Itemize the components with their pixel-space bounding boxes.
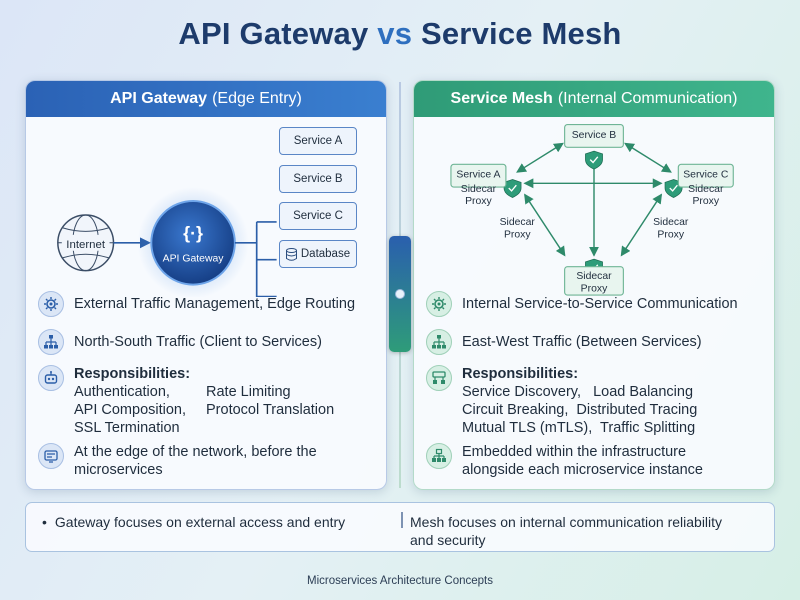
embedded-line-1: Embedded within the infrastructure	[462, 444, 687, 460]
mesh-service-b-box	[564, 124, 624, 148]
network-edge-icon	[38, 443, 64, 469]
service-mesh-header-sub: (Internal Communication)	[557, 90, 738, 107]
service-c-box: Service C	[279, 202, 357, 230]
summary-footer: • Gateway focuses on external access and…	[25, 502, 775, 552]
responsibilities-grid: Authentication, Rate Limiting API Compos…	[74, 383, 356, 437]
feature-internal-communication: Internal Service-to-Service Communicatio…	[426, 291, 738, 317]
feature-north-south-text: North-South Traffic (Client to Services)	[74, 334, 322, 350]
footer-gateway-summary: • Gateway focuses on external access and…	[42, 513, 345, 531]
shield-icon	[503, 179, 522, 198]
caption: Microservices Architecture Concepts	[307, 575, 493, 587]
service-mesh-panel-header: Service Mesh (Internal Communication)	[414, 81, 774, 117]
feature-internal-communication-text: Internal Service-to-Service Communicatio…	[462, 296, 738, 312]
mesh-resp-line-3: Mutual TLS (mTLS), Traffic Splitting	[462, 420, 696, 436]
mesh-service-a-box	[450, 163, 507, 188]
title-part-mesh: Service Mesh	[420, 16, 622, 51]
service-b-label: Service B	[293, 173, 343, 185]
hierarchy-icon	[426, 329, 452, 355]
responsibilities-block: Responsibilities: Authentication, Rate L…	[74, 365, 356, 437]
mesh-proxy-c-label: Proxy	[692, 196, 719, 207]
gear-network-icon	[38, 291, 64, 317]
mesh-responsibilities-title: Responsibilities:	[462, 366, 579, 382]
service-c-label: Service C	[293, 210, 343, 222]
mesh-resp-line-2: Circuit Breaking, Distributed Tracing	[462, 402, 698, 418]
title-vs: vs	[377, 16, 413, 51]
center-divider-dot	[395, 289, 405, 299]
service-b-box: Service B	[279, 165, 357, 193]
mesh-sidecar-left-label: Sidecar	[500, 217, 536, 228]
edge-line-1: At the edge of the network, before the	[74, 444, 317, 460]
resp-auth: Authentication,	[74, 384, 170, 400]
api-gateway-diagram: Internet {·} API Gateway	[57, 187, 277, 297]
edge-line-2: microservices	[74, 462, 163, 478]
mesh-sidecar-bottom-label: Sidecar	[576, 271, 612, 282]
mesh-sidecar-right-label: Sidecar	[653, 217, 689, 228]
resp-protocol-translation: Protocol Translation	[206, 402, 335, 418]
api-gateway-header-bold: API Gateway	[110, 90, 208, 107]
service-mesh-header-bold: Service Mesh	[450, 90, 553, 107]
internet-label: Internet	[66, 239, 106, 251]
feature-external-traffic-text: External Traffic Management, Edge Routin…	[74, 296, 356, 312]
feature-embedded-text: Embedded within the infrastructure along…	[462, 443, 703, 479]
resp-rate-limiting: Rate Limiting	[206, 384, 291, 400]
infrastructure-icon	[426, 443, 452, 469]
feature-edge-location-text: At the edge of the network, before the m…	[74, 443, 317, 479]
service-a-label: Service A	[293, 135, 343, 147]
hierarchy-icon	[38, 329, 64, 355]
responsibilities-title: Responsibilities:	[74, 366, 191, 382]
title-part-gateway: API Gateway	[178, 16, 369, 51]
api-gateway-panel: API Gateway (Edge Entry) Intern	[25, 80, 387, 490]
internet-globe-icon	[57, 214, 115, 272]
embedded-line-2: alongside each microservice instance	[462, 462, 703, 478]
mesh-bottom-sidecar-box	[564, 266, 624, 296]
mesh-responsibilities-block: Responsibilities: Service Discovery, Loa…	[462, 365, 697, 437]
feature-east-west: East-West Traffic (Between Services)	[426, 329, 702, 355]
feature-mesh-responsibilities: Responsibilities: Service Discovery, Loa…	[426, 365, 697, 437]
mesh-proxy-bottom-label: Proxy	[581, 283, 608, 294]
mesh-sidecar-a-label: Sidecar	[461, 184, 497, 195]
page-title: API Gateway vs Service Mesh	[0, 16, 800, 52]
gateway-symbol-icon: {·}	[183, 223, 203, 243]
network-nodes-icon	[426, 365, 452, 391]
database-label: Database	[300, 248, 351, 260]
gateway-branches	[255, 221, 277, 297]
mesh-service-a-label: Service A	[456, 170, 500, 181]
mesh-resp-line-1: Service Discovery, Load Balancing	[462, 384, 694, 400]
mesh-sidecar-c-label: Sidecar	[688, 184, 724, 195]
mesh-service-c-box	[677, 163, 734, 188]
mesh-connections	[516, 142, 672, 257]
mesh-proxy-right-label: Proxy	[657, 229, 684, 240]
gear-network-icon	[426, 291, 452, 317]
footer-mesh-text: Mesh focuses on internal communication r…	[410, 514, 723, 548]
mesh-service-c-label: Service C	[683, 170, 729, 181]
service-mesh-panel: Service Mesh (Internal Communication) Se…	[413, 80, 775, 490]
mesh-service-b-label: Service B	[572, 130, 617, 141]
mesh-proxy-a-label: Proxy	[465, 196, 492, 207]
shield-icon	[585, 150, 603, 170]
database-box: Database	[279, 240, 357, 268]
footer-gateway-text: Gateway focuses on external access and e…	[54, 514, 346, 530]
service-mesh-diagram: Service B Service A Sidecar Proxy Servic…	[450, 124, 734, 296]
database-icon	[285, 247, 297, 261]
footer-mesh-summary: Mesh focuses on internal communication r…	[410, 513, 740, 549]
footer-separator	[401, 512, 403, 528]
footer-bullet-left: •	[42, 514, 47, 530]
resp-ssl-termination: SSL Termination	[74, 420, 180, 436]
mesh-proxy-left-label: Proxy	[504, 229, 531, 240]
feature-north-south: North-South Traffic (Client to Services)	[38, 329, 322, 355]
robot-icon	[38, 365, 64, 391]
feature-responsibilities: Responsibilities: Authentication, Rate L…	[38, 365, 356, 437]
api-gateway-panel-header: API Gateway (Edge Entry)	[26, 81, 386, 117]
feature-embedded: Embedded within the infrastructure along…	[426, 443, 703, 479]
feature-external-traffic: External Traffic Management, Edge Routin…	[38, 291, 355, 317]
feature-east-west-text: East-West Traffic (Between Services)	[462, 334, 702, 350]
resp-api-composition: API Composition,	[74, 402, 187, 418]
gateway-label: API Gateway	[163, 254, 225, 265]
api-gateway-header-sub: (Edge Entry)	[212, 90, 302, 107]
feature-edge-location: At the edge of the network, before the m…	[38, 443, 317, 479]
service-a-box: Service A	[279, 127, 357, 155]
